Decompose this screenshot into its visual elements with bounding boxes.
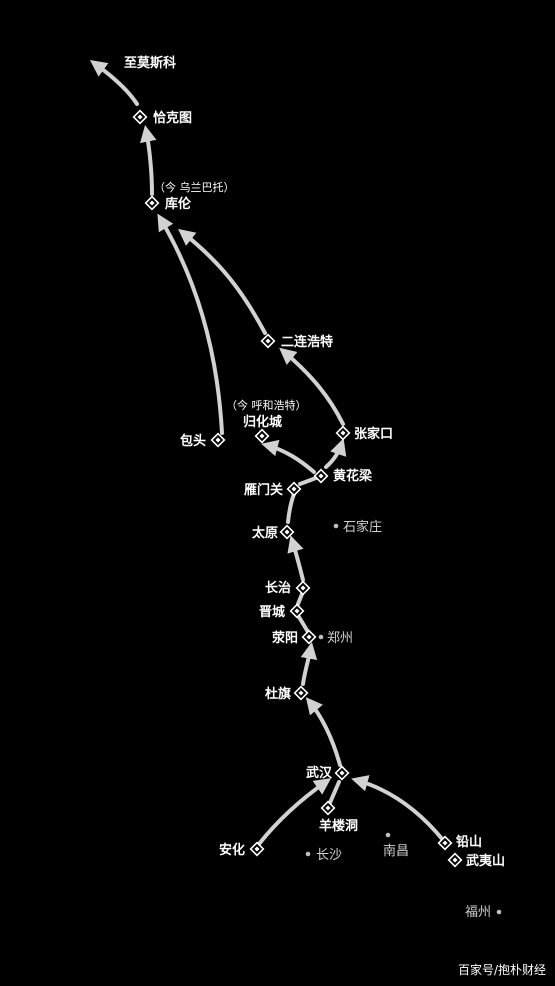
stop-marker-erenhot [260, 333, 276, 349]
label-xingyang: 荥阳 [272, 630, 298, 646]
label-shijiazhuang: 石家庄 [343, 519, 382, 535]
route-wuhan-to-sheqi [305, 697, 342, 767]
route-changzhi-to-taiyuan [287, 535, 305, 582]
stop-marker-kulun [144, 195, 160, 211]
route-taiyuan-to-yanmenguan [286, 492, 296, 524]
label-yanshan: 铅山 [456, 834, 482, 850]
reference-city-dots [305, 523, 502, 915]
stop-marker-zhangjiakou [335, 425, 351, 441]
route-anhua-to-wuhan [257, 778, 332, 846]
route-jincheng-to-changzhi [296, 592, 304, 606]
stop-marker-baotou [210, 432, 226, 448]
stop-marker-huanghualiang [313, 468, 329, 484]
city-dot-shijiazhuang [333, 523, 339, 529]
label-zhangjiakou: 张家口 [354, 426, 393, 442]
label-yanmenguan: 雁门关 [244, 482, 283, 498]
label-anhua: 安化 [219, 842, 245, 858]
route-yanmenguan-to-huanghualiang [298, 476, 318, 486]
stop-marker-wuyishan [447, 852, 463, 868]
label-moscow: 至莫斯科 [124, 55, 176, 71]
label-guihua: 归化城 [243, 414, 282, 430]
note-kulun: （今 乌兰巴托） [154, 180, 235, 194]
stop-marker-xingyang [301, 629, 317, 645]
stop-marker-jincheng [289, 603, 305, 619]
label-kyakhta: 恰克图 [153, 110, 192, 126]
label-taiyuan: 太原 [251, 525, 278, 541]
city-dot-fuzhou [496, 909, 502, 915]
route-lines [89, 60, 445, 846]
city-dot-zhengzhou [318, 634, 324, 640]
route-sheqi-to-xingyang [300, 642, 318, 686]
label-sheqi: 杜旗 [265, 686, 291, 702]
label-zhengzhou: 郑州 [327, 631, 353, 646]
reference-city-labels: 石家庄 郑州 长沙 南昌 福州 [316, 519, 491, 920]
label-wuhan: 武汉 [306, 765, 333, 781]
route-zhangjiakou-to-erenhot [279, 347, 345, 426]
route-wuyishan-to-wuhan [351, 775, 445, 842]
route-huanghualiang-to-zhangjiakou [324, 438, 347, 469]
stop-marker-taiyuan [279, 524, 295, 540]
city-dot-changsha [305, 851, 311, 857]
route-baotou-to-kulun [157, 213, 224, 435]
label-nanchang: 南昌 [383, 843, 409, 859]
stop-marker-guihua [254, 428, 270, 444]
stop-marker-kyakhta [132, 109, 148, 125]
route-stop-labels: 至莫斯科 恰克图 （今 乌兰巴托） 库伦 二连浩特 （今 呼和浩特） 归化城 包… [124, 55, 505, 869]
route-yangloudong-to-wuhan [327, 780, 341, 807]
label-jincheng: 晋城 [259, 604, 285, 620]
city-dot-nanchang [385, 832, 391, 838]
route-kulun-to-kyakhta [140, 125, 157, 196]
note-guihua: （今 呼和浩特） [226, 398, 307, 412]
label-erenhot: 二连浩特 [281, 334, 333, 350]
label-fuzhou: 福州 [465, 905, 491, 920]
watermark-text: 百家号/抱朴财经 [458, 962, 546, 977]
route-huanghualiang-to-guihua [261, 439, 316, 474]
label-kulun: 库伦 [165, 196, 192, 212]
route-erenhot-to-kulun [178, 228, 267, 335]
label-changsha: 长沙 [316, 848, 342, 863]
label-baotou: 包头 [180, 433, 206, 449]
stop-marker-changzhi [295, 580, 311, 596]
stop-marker-anhua [249, 841, 265, 857]
route-xingyang-to-jincheng [297, 615, 310, 634]
label-yangloudong: 羊楼洞 [319, 818, 358, 834]
route-stop-markers [132, 109, 463, 868]
route-kyakhta-to-moscow [89, 60, 139, 106]
label-wuyishan: 武夷山 [466, 853, 505, 869]
stop-marker-sheqi [293, 685, 309, 701]
label-changzhi: 长治 [265, 580, 291, 596]
label-huanghualiang: 黄花梁 [333, 468, 373, 484]
stop-marker-yangloudong [320, 800, 336, 816]
stop-marker-wuhan [334, 765, 350, 781]
